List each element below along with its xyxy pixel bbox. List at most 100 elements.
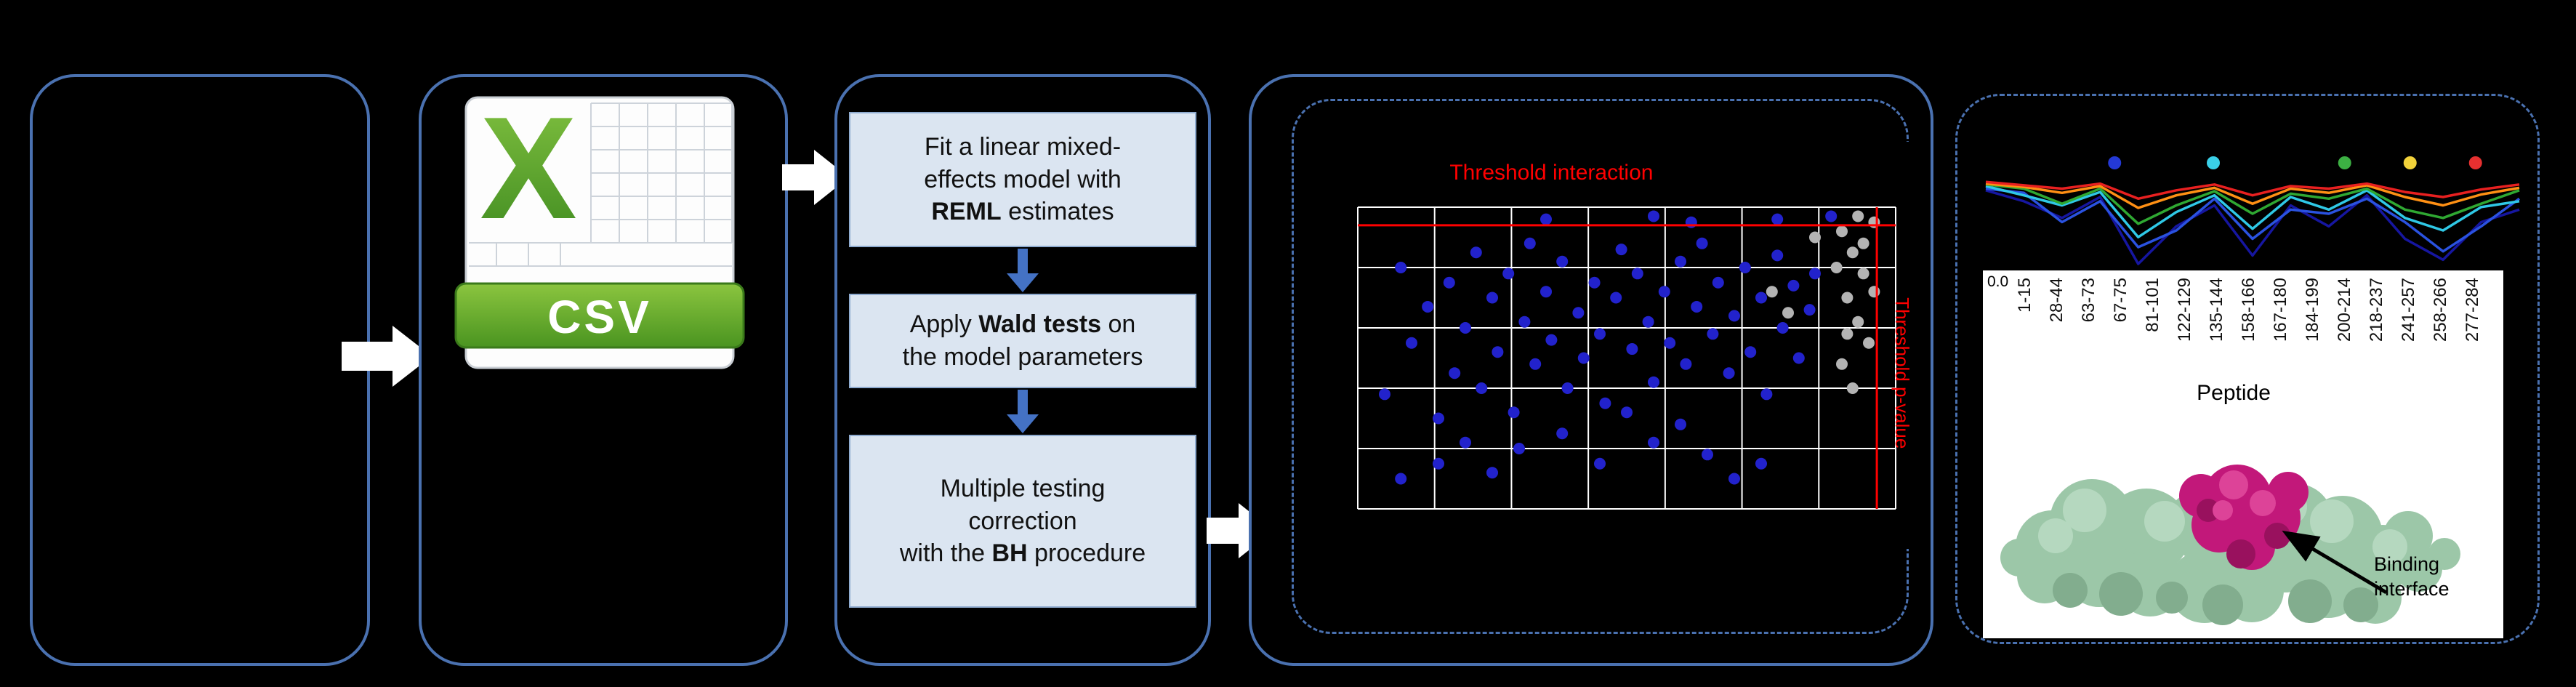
data-point [1792, 352, 1805, 364]
data-point [1648, 436, 1659, 449]
data-point [1707, 328, 1719, 340]
csv-file-icon: X CSV [447, 87, 752, 377]
data-point [1594, 457, 1606, 470]
data-point [1422, 300, 1434, 313]
data-point [1830, 262, 1843, 273]
data-point [1540, 286, 1552, 298]
protein-surface [2000, 479, 2460, 625]
deuteration-series [1985, 189, 2520, 265]
data-point [1572, 307, 1585, 319]
data-point [1492, 346, 1504, 358]
data-point [1502, 268, 1515, 280]
data-point [1846, 382, 1859, 394]
data-point [1648, 376, 1659, 388]
arrow-right-icon [1207, 518, 1239, 544]
peptide-marker-dot [2207, 156, 2220, 169]
data-point [1664, 337, 1676, 349]
peptide-marker-dot [2403, 156, 2417, 169]
data-point [1787, 279, 1800, 292]
data-point [1728, 310, 1740, 322]
data-point [1739, 262, 1751, 273]
x-tick-label: 67-75 [2111, 278, 2130, 323]
data-point [1696, 237, 1708, 249]
threshold-pvalue-label: Threshold p-value [1891, 297, 1910, 449]
data-point [1702, 449, 1713, 461]
data-point [1610, 292, 1622, 304]
data-point [1449, 367, 1461, 379]
data-point [1621, 406, 1633, 419]
data-point [1508, 406, 1520, 419]
data-point [1513, 443, 1525, 454]
data-point [1433, 457, 1444, 470]
data-point [1529, 358, 1542, 370]
data-point [1476, 382, 1488, 394]
threshold-interaction-label: Threshold interaction [1449, 161, 1653, 185]
data-point [1863, 337, 1875, 349]
data-point [1594, 328, 1606, 340]
x-tick-label: 122-129 [2175, 278, 2194, 342]
data-point [1395, 262, 1407, 273]
data-point [1406, 337, 1417, 349]
data-point [1524, 237, 1536, 249]
data-point [1545, 334, 1558, 346]
data-point [1540, 213, 1552, 225]
y-axis-tick: 0.0 [1987, 273, 2009, 290]
x-axis-title: Peptide [2197, 381, 2271, 405]
data-point [1852, 316, 1864, 328]
data-point [1443, 276, 1455, 289]
data-point [1712, 276, 1724, 289]
data-point [1588, 276, 1601, 289]
data-point [1556, 255, 1569, 268]
deuteration-series [1985, 182, 2520, 209]
x-tick-label: 1-15 [2015, 278, 2034, 313]
data-point [1486, 292, 1498, 304]
data-point [1577, 352, 1590, 364]
binding-interface-label: Binding interface [2374, 553, 2450, 600]
spreadsheet-grid [469, 103, 733, 267]
annotation-arrow [2282, 530, 2388, 595]
data-point [1841, 328, 1853, 340]
x-tick-label: 184-199 [2303, 278, 2322, 342]
data-point [1744, 346, 1757, 358]
deuteration-line-chart [1980, 145, 2525, 276]
data-point [1658, 286, 1670, 298]
x-tick-label: 167-180 [2271, 278, 2290, 342]
data-point [1556, 427, 1569, 440]
data-point [1631, 268, 1643, 280]
data-point [1379, 388, 1390, 401]
data-point [1825, 210, 1838, 222]
data-point [1755, 292, 1767, 304]
x-tick-label: 218-237 [2367, 278, 2386, 342]
data-point [1395, 473, 1407, 485]
data-point [1857, 268, 1869, 280]
data-point [1728, 473, 1740, 485]
x-tick-label: 28-44 [2047, 278, 2066, 323]
input-panel [30, 74, 370, 666]
peptide-marker-dot [2338, 156, 2351, 169]
data-point [1760, 388, 1773, 401]
data-point [1841, 292, 1853, 304]
data-point [1626, 343, 1638, 355]
deuteration-series [1985, 183, 2520, 225]
data-point [1470, 246, 1482, 259]
data-point [1433, 412, 1444, 425]
data-point [1836, 358, 1848, 370]
data-point [1776, 322, 1789, 334]
data-point [1782, 307, 1794, 319]
excel-x-logo: X [480, 93, 576, 249]
x-tick-label: 158-166 [2239, 278, 2258, 342]
data-point [1642, 316, 1654, 328]
data-point [1486, 467, 1498, 479]
data-point [1648, 210, 1659, 222]
x-tick-label: 200-214 [2335, 278, 2354, 342]
data-point [1868, 286, 1880, 298]
data-point [1852, 210, 1864, 222]
data-point [1680, 358, 1692, 370]
data-point [1766, 286, 1778, 298]
data-point [1675, 255, 1686, 268]
data-point [1803, 304, 1816, 316]
peptide-marker-dot [2108, 156, 2122, 169]
